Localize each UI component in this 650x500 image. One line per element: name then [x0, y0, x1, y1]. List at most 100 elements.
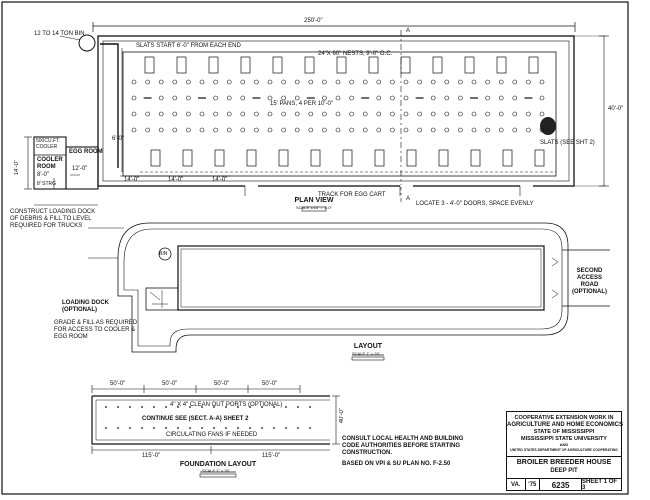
pan-feeder [240, 95, 246, 101]
pan-feeder [349, 79, 354, 85]
cleanout-port [225, 406, 227, 408]
pan-feeder [267, 127, 273, 133]
cleanout-port [249, 427, 251, 429]
dim-6ft: 6'-0" [112, 136, 124, 142]
pan-feeder [498, 79, 504, 85]
slats-see-note: SLATS (SEE SHT 2) [540, 140, 595, 146]
pan-feeder [403, 79, 409, 85]
pan-feeder [403, 111, 409, 117]
pan-feeder [335, 111, 341, 117]
nest-row-group [144, 56, 545, 167]
feed-bin [78, 34, 96, 52]
cleanout-port [165, 427, 167, 429]
nests-note: 24"X 60" NESTS, 9'-0" O.C. [318, 51, 393, 57]
pan-feeder [199, 111, 205, 117]
pan-feeder [376, 79, 382, 85]
doors-note: LOCATE 3 - 4'-0" DOORS, SPACE EVENLY [416, 201, 534, 207]
pan-feeder [539, 127, 545, 133]
section-mark-a-top: A [406, 28, 411, 34]
egg-room-label: EGG ROOM [69, 149, 103, 155]
cleanout-port [297, 427, 299, 429]
width-dim: 40'-0" [608, 106, 624, 112]
pan-feeder [281, 127, 286, 133]
cleanout-port [165, 406, 167, 408]
pan-feeder [512, 127, 518, 133]
cleanout-port [105, 406, 107, 408]
pan-feeder [539, 95, 545, 101]
pan-feeder [362, 127, 368, 133]
pan-feeder [512, 79, 518, 85]
nest-bottom [374, 149, 385, 167]
pan-feeder [172, 111, 178, 117]
pan-feeder [226, 95, 232, 101]
overall-length-dim: 250'-0" [304, 18, 323, 24]
cleanout-port [309, 406, 311, 408]
egg-room [65, 146, 99, 190]
scale-bars [199, 206, 385, 478]
pan-feeder [403, 127, 409, 133]
cleanout-port [201, 406, 203, 408]
pan-feeder [267, 95, 273, 101]
cleanout-port [237, 427, 239, 429]
pan-feeder [458, 127, 463, 133]
pan-feeder [131, 127, 137, 133]
nest-top [336, 56, 347, 74]
circulating-fans-note: CIRCULATING FANS IF NEEDED [166, 432, 258, 438]
cleanout-port [189, 406, 191, 408]
layout-scale: SCALE 1" = 20' [352, 351, 380, 356]
pan-feeder [444, 111, 450, 117]
cleanout-port [177, 427, 179, 429]
pan-feeder [417, 79, 422, 85]
cleanout-ports [105, 406, 311, 429]
pan-feeder [403, 95, 409, 101]
pan-feeder [172, 95, 178, 101]
tb-cells: VA. '75 6235 SHEET 1 OF 3 [507, 478, 621, 491]
nest-top [240, 56, 251, 74]
pan-feeder [430, 127, 436, 133]
cleanout-port [261, 427, 263, 429]
cleanout-port [297, 406, 299, 408]
dim-14ft-b: 14'-0" [168, 177, 184, 183]
tb-line4: MISSISSIPPI STATE UNIVERSITY [521, 436, 607, 442]
tb-sheet: SHEET 1 OF 3 [582, 479, 618, 491]
pan-feeder [376, 95, 382, 101]
cooler-room-label: COOLER ROOM [37, 157, 63, 170]
pan-feeder [213, 111, 218, 117]
pan-feeder [322, 79, 327, 85]
tb-year: '75 [526, 479, 541, 491]
pan-feeder [240, 127, 246, 133]
pan-feeder [362, 111, 368, 117]
pan-feeder [322, 111, 327, 117]
loading-dock-note: CONSTRUCT LOADING DOCK OF DEBRIS & FILL … [10, 209, 96, 229]
pan-feeder [390, 95, 395, 101]
pan-feeder [430, 95, 436, 101]
pan-feeder [430, 79, 436, 85]
bin-label: 12 TO 14 TON BIN [34, 31, 85, 37]
tb-subtitle: DEEP PIT [550, 468, 578, 474]
pan-feeder [281, 95, 286, 101]
nest-bottom [182, 149, 193, 167]
slats-note: SLATS START 6'-0" FROM EACH END [136, 43, 241, 49]
pan-feeder [376, 111, 382, 117]
nest-bottom [438, 149, 449, 167]
cleanout-port [141, 427, 143, 429]
pan-feeder [213, 127, 218, 133]
pan-feeder [186, 111, 191, 117]
dim-14ft-a: 14'-0" [124, 177, 140, 183]
cooler-capacity-label: 500CU.FT. COOLER [36, 138, 60, 150]
cleanout-port [105, 427, 107, 429]
cleanout-port [117, 406, 119, 408]
cleanout-port [249, 406, 251, 408]
pan-feeder [254, 79, 259, 85]
tb-line6: UNITED STATES DEPARTMENT OF AGRICULTURE … [510, 448, 618, 452]
foundation-bottom-dim-1: 115'-0" [142, 453, 161, 459]
pan-feeder [376, 127, 382, 133]
pan-feeder [186, 79, 191, 85]
nest-bottom [470, 149, 481, 167]
layout-bin [158, 247, 172, 261]
pan-feeder [444, 79, 450, 85]
pan-feeder [199, 127, 205, 133]
pan-feeder [213, 95, 218, 101]
tb-plan-number: 6235 [540, 479, 583, 491]
